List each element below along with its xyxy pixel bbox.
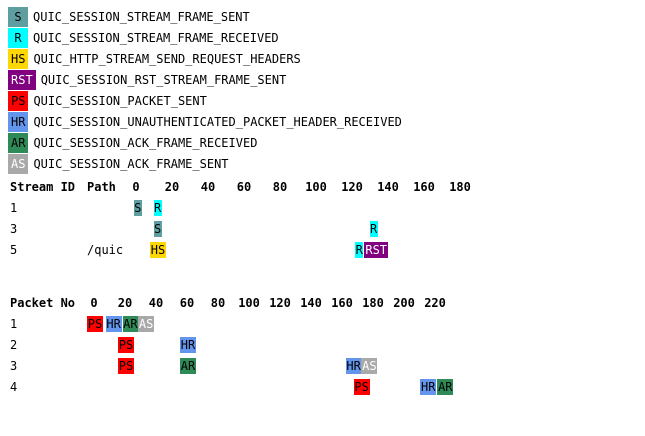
stream-tick: 180 bbox=[449, 180, 471, 194]
event-s: S bbox=[133, 200, 142, 216]
packet-tick: 60 bbox=[179, 296, 195, 310]
legend: S QUIC_SESSION_STREAM_FRAME_SENT R QUIC_SES… bbox=[8, 6, 402, 174]
event-ps: PS bbox=[353, 379, 370, 395]
event-ps: PS bbox=[118, 337, 134, 353]
stream-id-header: Stream ID bbox=[10, 180, 76, 194]
legend-label: QUIC_HTTP_STREAM_SEND_REQUEST_HEADERS bbox=[33, 51, 301, 66]
packet-no: 1 bbox=[10, 317, 18, 331]
legend-item-r: R QUIC_SESSION_STREAM_FRAME_RECEIVED bbox=[8, 27, 402, 48]
legend-code: HR bbox=[8, 111, 29, 132]
legend-code: R bbox=[8, 27, 28, 48]
event-hs: HS bbox=[150, 242, 166, 258]
stream-id: 1 bbox=[10, 201, 18, 215]
stream-tick: 120 bbox=[341, 180, 363, 194]
legend-item-as: AS QUIC_SESSION_ACK_FRAME_SENT bbox=[8, 153, 402, 174]
legend-code: PS bbox=[8, 90, 29, 111]
packet-no-header: Packet No bbox=[10, 296, 76, 310]
event-ar: AR bbox=[180, 358, 196, 374]
packet-tick: 20 bbox=[117, 296, 133, 310]
stream-tick: 40 bbox=[200, 180, 216, 194]
legend-label: QUIC_SESSION_RST_STREAM_FRAME_SENT bbox=[40, 72, 287, 87]
legend-label: QUIC_SESSION_STREAM_FRAME_RECEIVED bbox=[33, 30, 279, 45]
stream-id: 5 bbox=[10, 243, 18, 257]
event-s: S bbox=[153, 221, 162, 237]
packet-tick: 200 bbox=[393, 296, 415, 310]
legend-item-ar: AR QUIC_SESSION_ACK_FRAME_RECEIVED bbox=[8, 132, 402, 153]
event-rst: RST bbox=[364, 242, 389, 258]
legend-label: QUIC_SESSION_STREAM_FRAME_SENT bbox=[33, 9, 250, 24]
packet-tick: 180 bbox=[362, 296, 384, 310]
event-hr: HR bbox=[105, 316, 122, 332]
stream-tick: 60 bbox=[236, 180, 252, 194]
packet-tick: 80 bbox=[210, 296, 226, 310]
event-ar: AR bbox=[437, 379, 454, 395]
event-as: AS bbox=[138, 316, 155, 332]
legend-label: QUIC_SESSION_PACKET_SENT bbox=[33, 93, 207, 108]
packet-no: 2 bbox=[10, 338, 18, 352]
event-r: R bbox=[369, 221, 378, 237]
packet-tick: 40 bbox=[148, 296, 164, 310]
event-hr: HR bbox=[420, 379, 437, 395]
packet-no: 4 bbox=[10, 380, 18, 394]
legend-code: HS bbox=[8, 48, 29, 69]
legend-code: RST bbox=[8, 69, 36, 90]
legend-item-hr: HR QUIC_SESSION_UNAUTHENTICATED_PACKET_HE… bbox=[8, 111, 402, 132]
stream-tick: 100 bbox=[305, 180, 327, 194]
legend-code: AR bbox=[8, 132, 29, 153]
legend-label: QUIC_SESSION_ACK_FRAME_SENT bbox=[33, 156, 229, 171]
legend-code: AS bbox=[8, 153, 29, 174]
legend-label: QUIC_SESSION_UNAUTHENTICATED_PACKET_HEAD… bbox=[33, 114, 402, 129]
legend-item-hs: HS QUIC_HTTP_STREAM_SEND_REQUEST_HEADERS bbox=[8, 48, 402, 69]
path-header: Path bbox=[87, 180, 116, 194]
stream-id: 3 bbox=[10, 222, 18, 236]
legend-item-ps: PS QUIC_SESSION_PACKET_SENT bbox=[8, 90, 402, 111]
legend-item-rst: RST QUIC_SESSION_RST_STREAM_FRAME_SENT bbox=[8, 69, 402, 90]
stream-path: /quic bbox=[87, 243, 124, 257]
event-ps: PS bbox=[87, 316, 103, 332]
stream-tick: 20 bbox=[164, 180, 180, 194]
packet-tick: 0 bbox=[90, 296, 98, 310]
legend-code: S bbox=[8, 6, 28, 27]
event-ar: AR bbox=[122, 316, 139, 332]
event-as: AS bbox=[361, 358, 378, 374]
stream-tick: 80 bbox=[272, 180, 288, 194]
packet-tick: 160 bbox=[331, 296, 353, 310]
packet-tick: 220 bbox=[424, 296, 446, 310]
stream-tick: 140 bbox=[377, 180, 399, 194]
legend-label: QUIC_SESSION_ACK_FRAME_RECEIVED bbox=[33, 135, 258, 150]
packet-no: 3 bbox=[10, 359, 18, 373]
event-r: R bbox=[355, 242, 364, 258]
event-hr: HR bbox=[345, 358, 362, 374]
event-hr: HR bbox=[180, 337, 196, 353]
packet-tick: 100 bbox=[238, 296, 260, 310]
event-ps: PS bbox=[118, 358, 134, 374]
packet-tick: 140 bbox=[300, 296, 322, 310]
packet-tick: 120 bbox=[269, 296, 291, 310]
event-r: R bbox=[153, 200, 162, 216]
stream-tick: 0 bbox=[132, 180, 140, 194]
legend-item-s: S QUIC_SESSION_STREAM_FRAME_SENT bbox=[8, 6, 402, 27]
stream-tick: 160 bbox=[413, 180, 435, 194]
